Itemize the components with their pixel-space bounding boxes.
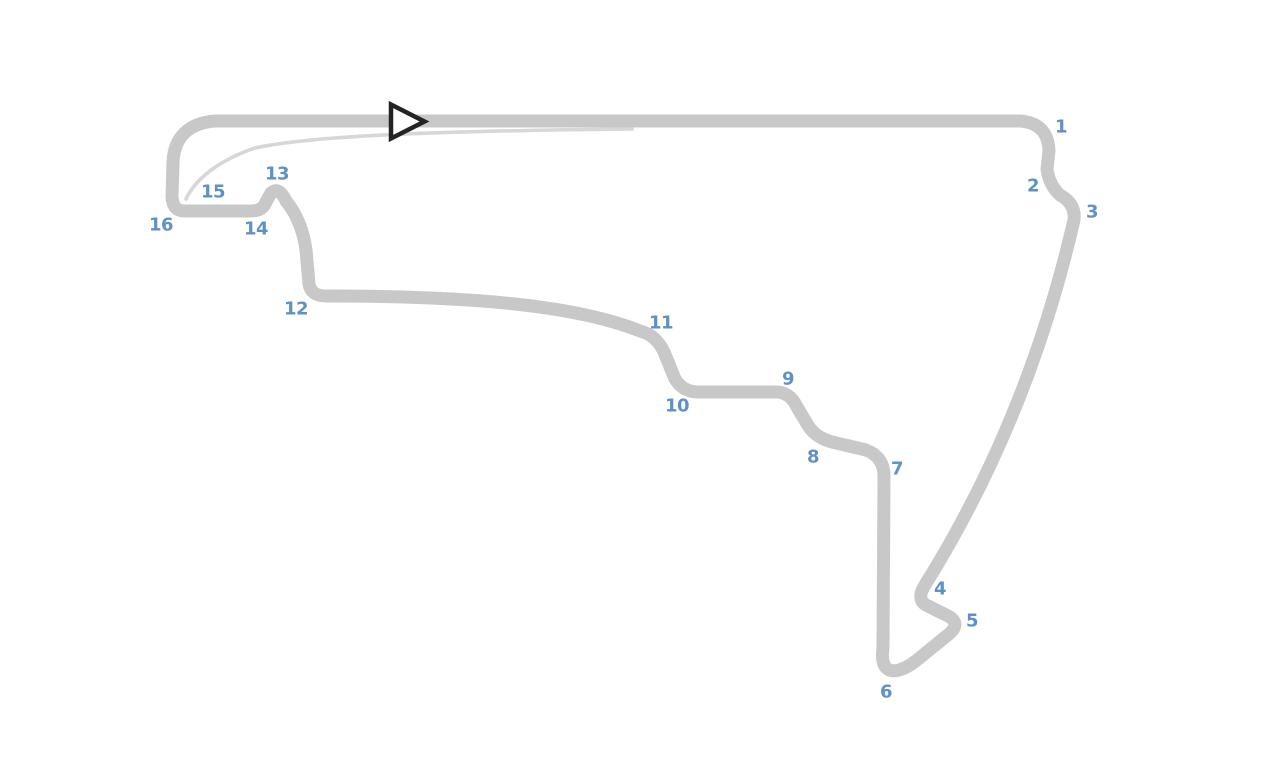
corner-label-15: 15 (201, 181, 225, 202)
pit-lane (184, 127, 634, 201)
corner-label-1: 1 (1055, 116, 1067, 137)
corner-label-4: 4 (934, 578, 946, 599)
corner-label-9: 9 (782, 368, 794, 389)
track-outline (165, 114, 1081, 678)
corner-label-7: 7 (891, 458, 903, 479)
corner-label-2: 2 (1027, 175, 1039, 196)
corner-label-3: 3 (1086, 201, 1098, 222)
corner-label-5: 5 (966, 610, 978, 631)
corner-label-13: 13 (265, 163, 289, 184)
corner-label-11: 11 (649, 312, 673, 333)
corner-label-8: 8 (807, 446, 819, 467)
corner-label-14: 14 (244, 218, 268, 239)
corner-label-10: 10 (665, 395, 689, 416)
start-finish-marker-icon (388, 100, 430, 143)
corner-label-16: 16 (149, 214, 173, 235)
corner-label-12: 12 (284, 298, 308, 319)
corner-label-6: 6 (880, 681, 892, 702)
